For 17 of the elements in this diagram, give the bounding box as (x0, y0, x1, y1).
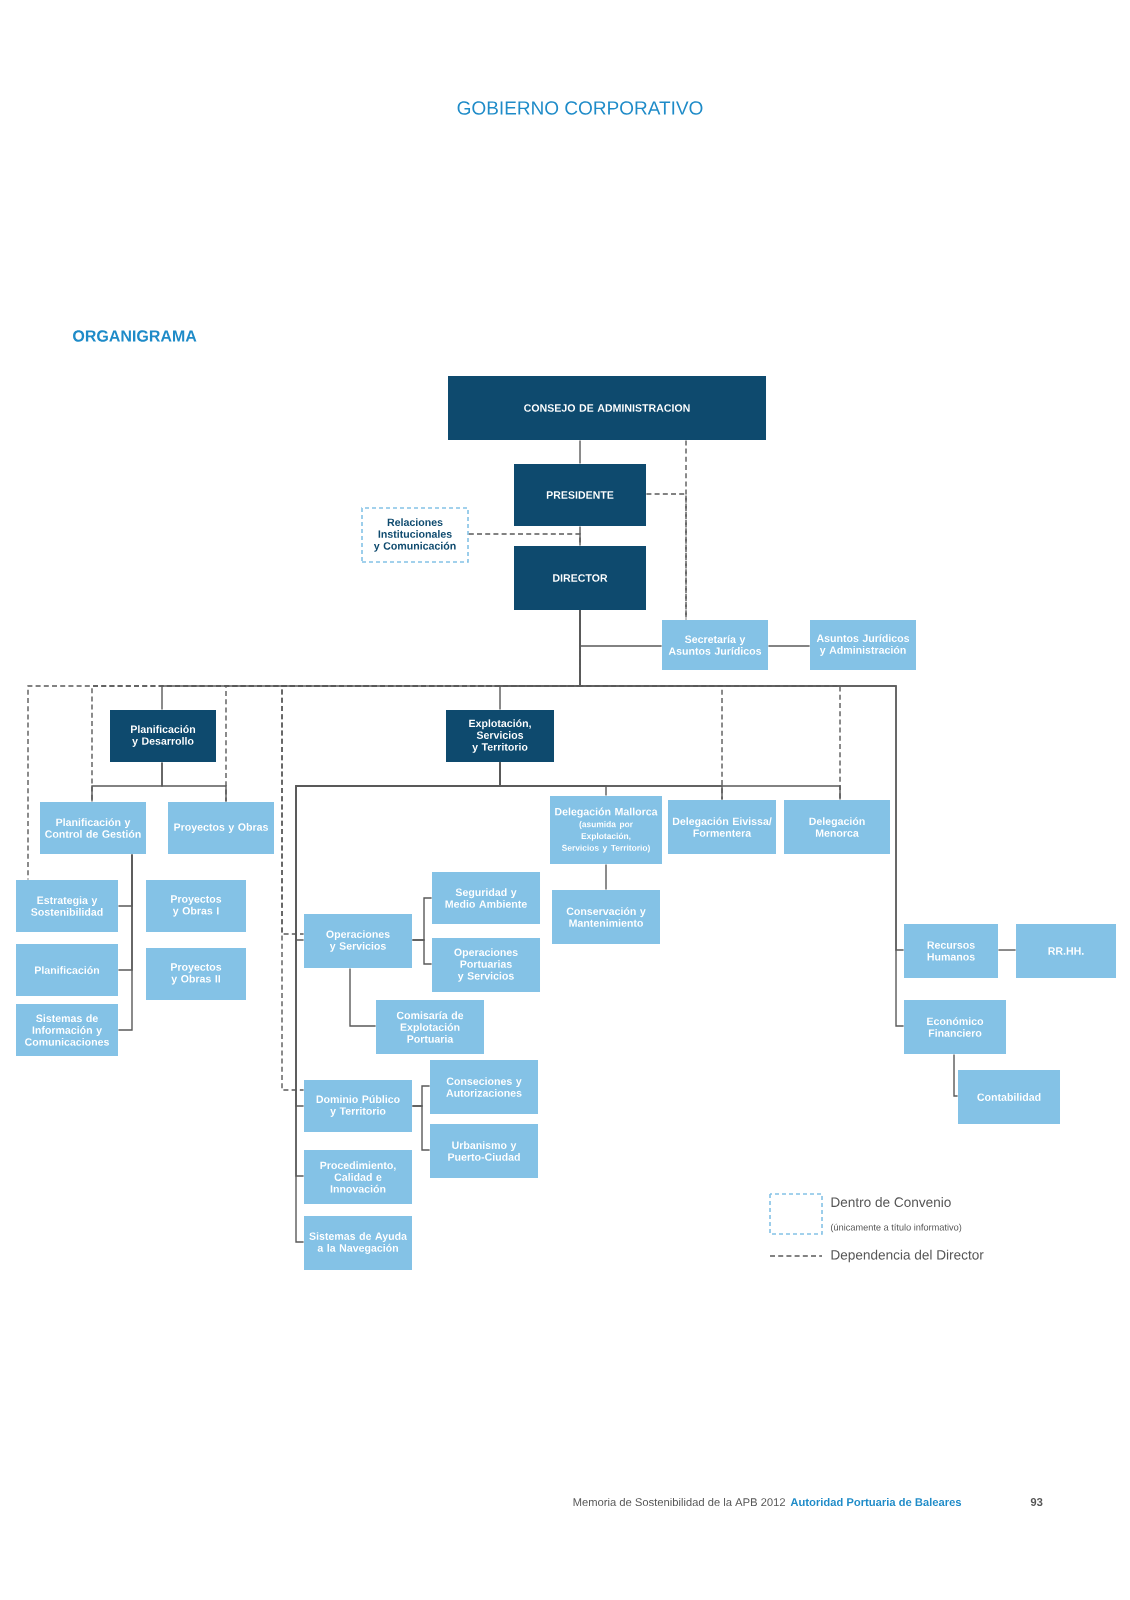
page-title: GOBIERNO CORPORATIVO (457, 101, 703, 115)
connector-line (997, 949, 1017, 951)
connector-line (685, 439, 687, 621)
connector-line (579, 609, 905, 1027)
connector-line (645, 493, 687, 621)
connector-line (579, 525, 581, 547)
connector-line (953, 1053, 959, 1097)
section-heading: ORGANIGRAMA (73, 330, 197, 342)
connector-line (411, 939, 433, 965)
connector-line (579, 439, 581, 465)
connector-line (117, 853, 133, 1031)
connector-line (161, 761, 227, 803)
connector-line (767, 645, 811, 647)
connector-line (605, 863, 607, 891)
connector-line (411, 1105, 431, 1151)
connector-line (349, 967, 377, 1027)
connector-line (468, 533, 581, 547)
